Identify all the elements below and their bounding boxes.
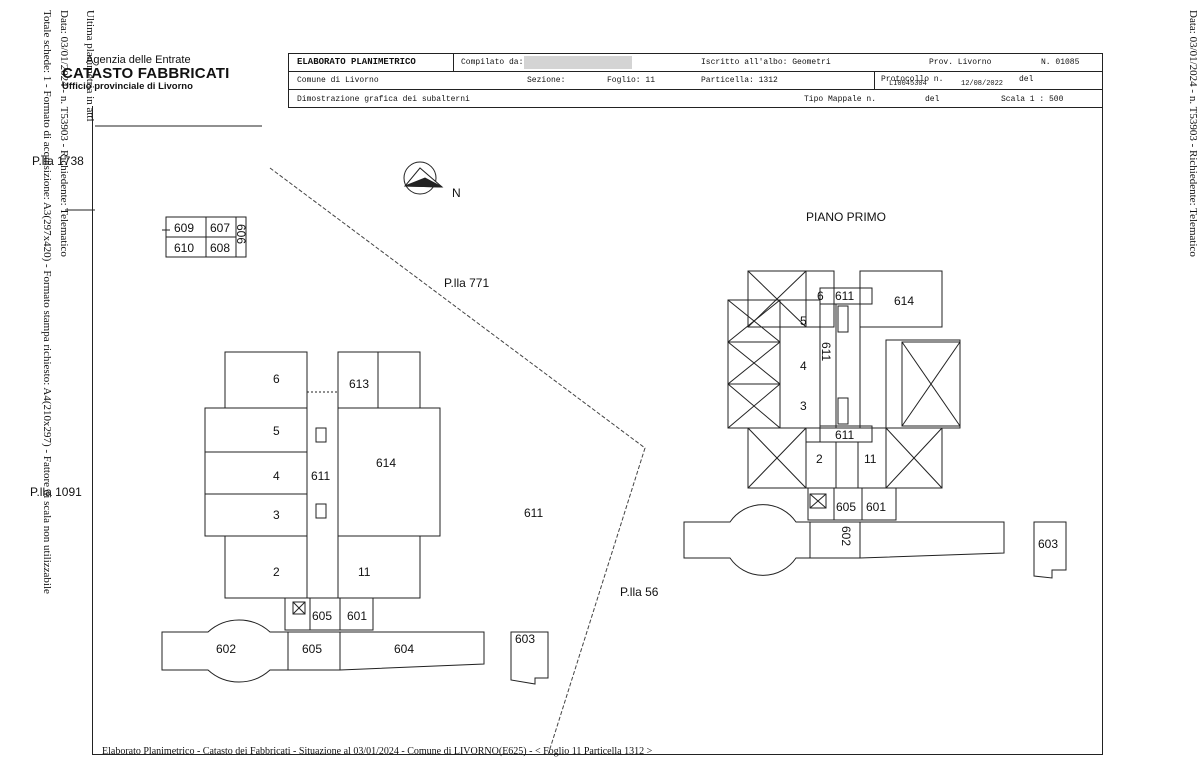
iscritto-label: Iscritto all'albo: Geometri — [701, 58, 831, 67]
ff-unit-605: 605 — [836, 500, 856, 514]
tipo-del-label: del — [925, 95, 940, 104]
garage-block — [162, 216, 247, 258]
parcel-1091-label: P.lla 1091 — [30, 485, 82, 499]
ff-unit-2: 2 — [816, 452, 823, 466]
title-block: ELABORATO PLANIMETRICO Compilato da: Isc… — [288, 53, 1103, 108]
parcel-771-label: P.lla 771 — [444, 276, 489, 290]
unit-602: 602 — [216, 642, 236, 656]
unit-608: 608 — [210, 241, 230, 255]
unit-2: 2 — [273, 565, 280, 579]
redacted-name — [524, 56, 632, 69]
agency-block: Agenzia delle Entrate CATASTO FABBRICATI… — [62, 54, 229, 93]
unit-605-upper: 605 — [312, 609, 332, 623]
north-label: N — [452, 186, 461, 200]
unit-606: 606 — [234, 224, 248, 244]
header-title: ELABORATO PLANIMETRICO — [297, 57, 416, 67]
particella-label: Particella: 1312 — [701, 76, 778, 85]
ff-unit-603: 603 — [1038, 537, 1058, 551]
unit-4: 4 — [273, 469, 280, 483]
prov-label: Prov. Livorno — [929, 58, 992, 67]
parcel-611-label: 611 — [524, 506, 543, 520]
foglio-label: Foglio: 11 — [607, 76, 656, 85]
ff-unit-611-vertical: 611 — [819, 342, 833, 361]
unit-609: 609 — [174, 221, 194, 235]
unit-3: 3 — [273, 508, 280, 522]
ff-unit-5: 5 — [800, 314, 807, 328]
ff-unit-614: 614 — [894, 294, 914, 308]
ff-unit-601: 601 — [866, 500, 886, 514]
unit-603: 603 — [515, 632, 535, 646]
unit-6: 6 — [273, 372, 280, 386]
unit-601: 601 — [347, 609, 367, 623]
sezione-label: Sezione: — [527, 76, 566, 85]
footer-caption: Elaborato Planimetrico - Catasto dei Fab… — [102, 746, 653, 757]
unit-611: 611 — [311, 469, 330, 483]
protocollo-label: Protocollo n. — [881, 75, 944, 84]
unit-604: 604 — [394, 642, 414, 656]
ff-unit-602: 602 — [839, 526, 853, 546]
tipo-mappale-label: Tipo Mappale n. — [804, 95, 877, 104]
ff-unit-3: 3 — [800, 399, 807, 413]
protocollo-date: 12/08/2022 — [961, 80, 1004, 88]
unit-610: 610 — [174, 241, 194, 255]
drawing-frame — [92, 106, 1103, 755]
catasto-title: CATASTO FABBRICATI — [62, 65, 230, 82]
piano-primo-title: PIANO PRIMO — [806, 210, 886, 224]
ff-unit-6: 6 — [817, 289, 824, 303]
ff-unit-611-top: 611 — [835, 289, 854, 303]
dimostrazione-label: Dimostrazione grafica dei subalterni — [297, 95, 470, 104]
ff-unit-4: 4 — [800, 359, 807, 373]
unit-614: 614 — [376, 456, 396, 470]
ground-floor-plan — [161, 351, 549, 685]
north-arrow-icon — [403, 161, 444, 195]
ff-unit-11: 11 — [864, 452, 877, 466]
ufficio-label: Ufficio provinciale di Livorno — [62, 81, 193, 92]
parcel-1738-label: P.lla 1738 — [32, 154, 84, 168]
unit-605-lower: 605 — [302, 642, 322, 656]
protocollo-number: LI0045304 — [889, 80, 927, 88]
agency-name: Agenzia delle Entrate — [86, 54, 191, 66]
first-floor-plan — [683, 270, 1067, 579]
unit-607: 607 — [210, 221, 230, 235]
compilato-label: Compilato da: — [461, 58, 524, 67]
unit-5: 5 — [273, 424, 280, 438]
parcel-56-label: P.lla 56 — [620, 585, 659, 599]
ff-unit-611-mid: 611 — [835, 428, 854, 442]
numero-label: N. 01085 — [1041, 58, 1080, 67]
unit-613: 613 — [349, 377, 369, 391]
scala-label: Scala 1 : 500 — [1001, 95, 1064, 104]
comune-label: Comune di Livorno — [297, 76, 379, 85]
unit-11: 11 — [358, 565, 371, 579]
protocollo-del: del — [1019, 75, 1034, 84]
